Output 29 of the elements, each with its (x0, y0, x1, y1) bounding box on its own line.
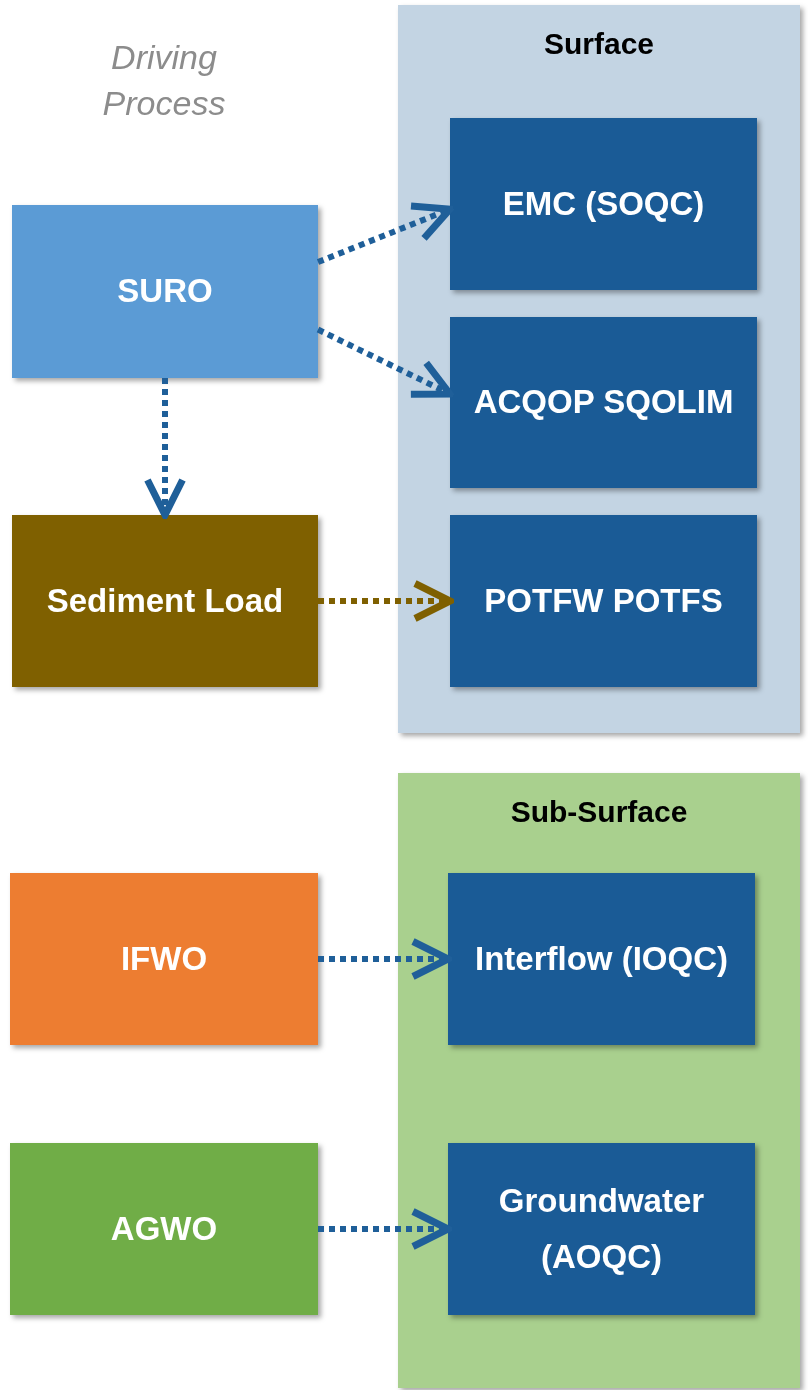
process-box (12, 515, 318, 687)
box-label: SURO (116, 271, 214, 312)
process-box (448, 873, 755, 1045)
arrow (316, 202, 454, 265)
group-panel (398, 5, 800, 733)
box-label: Sediment Load (45, 580, 285, 621)
arrow (318, 1208, 452, 1250)
panel-heading: Surface (543, 27, 655, 61)
panel-heading: Sub-Surface (510, 795, 688, 829)
box-label: EMC (SOQC) (501, 183, 706, 224)
process-box (448, 1143, 755, 1315)
column-heading: Driving Process (101, 37, 227, 124)
arrow (316, 326, 454, 398)
arrow (318, 580, 454, 622)
box-label: POTFW POTFS (483, 580, 724, 621)
box-label: IFWO (119, 938, 209, 979)
process-box (10, 873, 318, 1045)
process-box (10, 1143, 318, 1315)
process-box (450, 317, 757, 488)
box-label: Interflow (IOQC) (474, 938, 729, 979)
box-label: Groundwater (AOQC) (497, 1180, 706, 1277)
process-box (450, 118, 757, 290)
arrow (144, 378, 186, 519)
arrow (318, 938, 452, 980)
group-panel (398, 773, 800, 1388)
process-box (12, 205, 318, 378)
process-box (450, 515, 757, 687)
box-label: AGWO (109, 1208, 219, 1249)
box-label: ACQOP SQOLIM (472, 382, 735, 423)
